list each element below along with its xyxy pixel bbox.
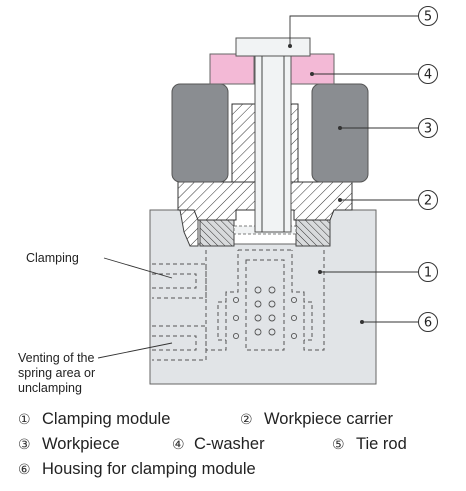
legend-2-text: Workpiece carrier <box>264 410 393 428</box>
spring <box>232 286 298 340</box>
callout-3-number: 3 <box>424 122 432 137</box>
legend-6-number: ⑥ <box>18 462 31 478</box>
clamping-ring-right <box>295 219 331 247</box>
callout-5-number: 5 <box>424 10 432 25</box>
callout-2-number: 2 <box>424 194 432 209</box>
tie-rod-shaft <box>254 55 292 233</box>
callout-6-number: 6 <box>424 316 432 331</box>
legend-6-text: Housing for clamping module <box>42 460 256 478</box>
legend-4-number: ④ <box>172 437 185 453</box>
legend-3-text: Workpiece <box>42 435 120 453</box>
callout-6: 6 <box>418 312 438 332</box>
callout-leaders <box>289 15 418 323</box>
callout-5: 5 <box>418 6 438 26</box>
clamping-label: Clamping <box>26 251 79 265</box>
venting-label-line1: Venting of the <box>18 351 95 365</box>
legend-2-number: ② <box>240 412 253 428</box>
callout-1: 1 <box>418 262 438 282</box>
legend-5-text: Tie rod <box>356 435 407 453</box>
venting-leader <box>97 342 173 359</box>
legend-1-text: Clamping module <box>42 410 170 428</box>
callout-4-number: 4 <box>424 68 432 83</box>
clamping-leader <box>103 257 173 279</box>
venting-label-line3: unclamping <box>18 381 82 395</box>
legend-1-number: ① <box>18 412 31 428</box>
venting-label-line2: spring area or <box>18 366 95 380</box>
c-washer-right <box>289 53 335 85</box>
workpiece-left <box>171 83 229 183</box>
legend-4-text: C-washer <box>194 435 265 453</box>
callout-2: 2 <box>418 190 438 210</box>
workpiece-right <box>311 83 369 183</box>
legend: ① Clamping module ② Workpiece carrier ③ … <box>18 410 407 478</box>
callout-4: 4 <box>418 64 438 84</box>
callout-3: 3 <box>418 118 438 138</box>
tie-rod-head <box>235 37 311 57</box>
clamping-module-channels <box>152 249 325 361</box>
c-washer-left <box>209 53 255 85</box>
callout-1-number: 1 <box>424 266 432 281</box>
legend-5-number: ⑤ <box>332 437 345 453</box>
clamping-ring-left <box>199 219 235 247</box>
housing-body <box>149 209 377 385</box>
legend-3-number: ③ <box>18 437 31 453</box>
